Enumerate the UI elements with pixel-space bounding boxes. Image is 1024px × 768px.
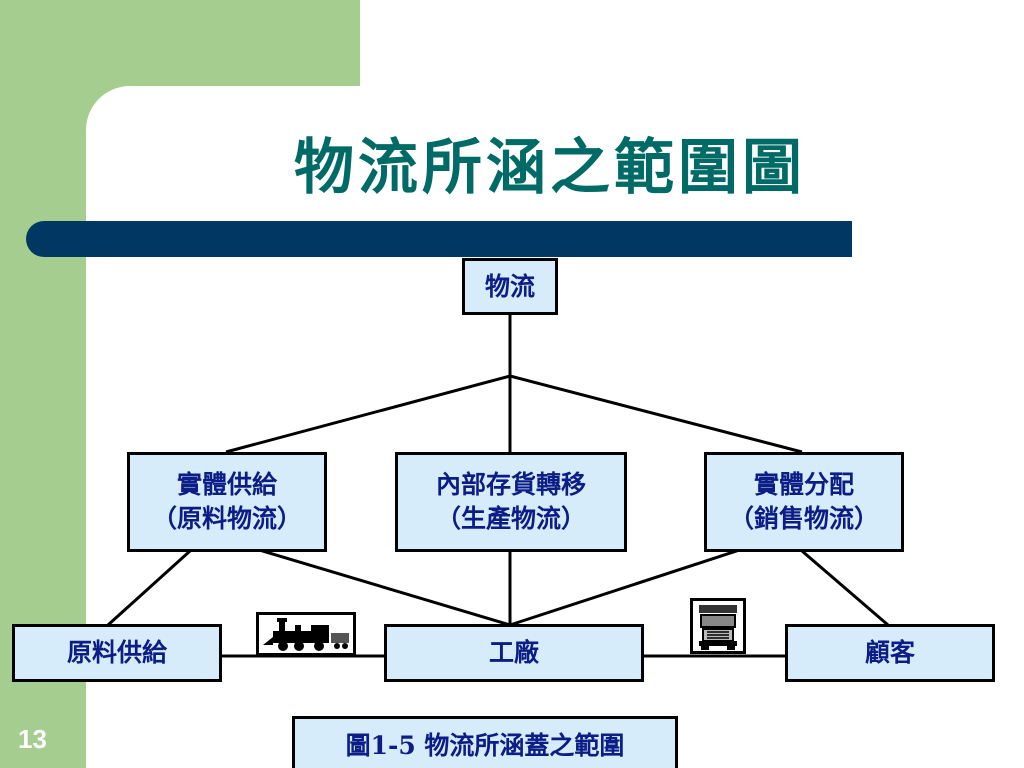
node-logistics: 物流: [462, 258, 558, 315]
node-internal-transfer-line1: 內部存貨轉移: [435, 470, 586, 499]
connector-branch-right: [509, 374, 803, 454]
node-internal-transfer-line2: （生產物流）: [435, 504, 586, 533]
node-factory: 工廠: [384, 624, 644, 682]
connector-supply-to-factory: [225, 538, 511, 627]
node-customer: 顧客: [785, 624, 995, 682]
connector-distribution-to-factory: [509, 538, 771, 627]
page-number: 13: [18, 724, 47, 754]
node-physical-supply-line1: 實體供給: [176, 470, 277, 499]
node-logistics-label: 物流: [484, 271, 535, 301]
truck-icon: [690, 598, 746, 654]
slide-title: 物流所涵之範圍圖: [294, 133, 806, 203]
node-physical-supply: 實體供給 （原料物流）: [127, 452, 327, 552]
connector-supply-to-raw: [106, 549, 192, 627]
node-raw-material-supply: 原料供給: [12, 624, 222, 682]
figure-caption: 圖1-5 物流所涵蓋之範圍: [292, 716, 678, 768]
title-underline-bar: [26, 221, 852, 257]
node-customer-label: 顧客: [864, 638, 915, 667]
train-icon: [256, 612, 356, 656]
node-physical-supply-line2: （原料物流）: [151, 504, 302, 533]
node-physical-distribution-line2: （銷售物流）: [728, 504, 879, 533]
node-factory-label: 工廠: [488, 638, 539, 667]
background-panel-top: [360, 0, 1024, 86]
connector-branch-left: [225, 374, 511, 454]
node-physical-distribution: 實體分配 （銷售物流）: [704, 452, 904, 552]
node-internal-transfer: 內部存貨轉移 （生產物流）: [395, 452, 627, 552]
node-raw-material-supply-label: 原料供給: [66, 638, 167, 667]
node-physical-distribution-line1: 實體分配: [753, 470, 854, 499]
connector-distribution-to-customer: [801, 549, 889, 627]
